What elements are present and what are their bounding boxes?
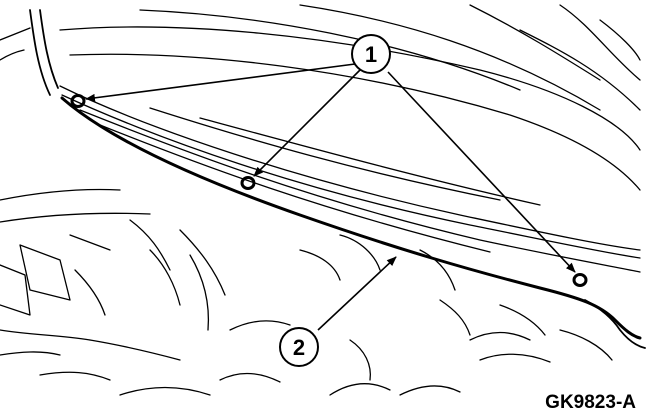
leader-lines (85, 63, 576, 331)
vehicle-body-lines (0, 4, 641, 191)
lower-detail-lines (0, 188, 613, 396)
fastener-hole-left (70, 94, 86, 108)
fastener-hole-center (240, 176, 256, 190)
leader-1-to-right-hole (387, 71, 576, 273)
fastener-holes (70, 94, 588, 287)
leader-1-to-center-hole (253, 69, 361, 177)
figure-id: GK9823-A (545, 392, 636, 413)
fastener-hole-right (572, 273, 588, 287)
leader-1-to-left-hole (85, 63, 356, 102)
cowl-trim-panel (59, 85, 646, 349)
callout-1-label: 1 (365, 42, 377, 67)
callout-2: 2 (279, 327, 319, 367)
leader-2-to-panel (317, 256, 397, 331)
callout-2-label: 2 (293, 335, 305, 360)
callout-1: 1 (351, 34, 391, 74)
